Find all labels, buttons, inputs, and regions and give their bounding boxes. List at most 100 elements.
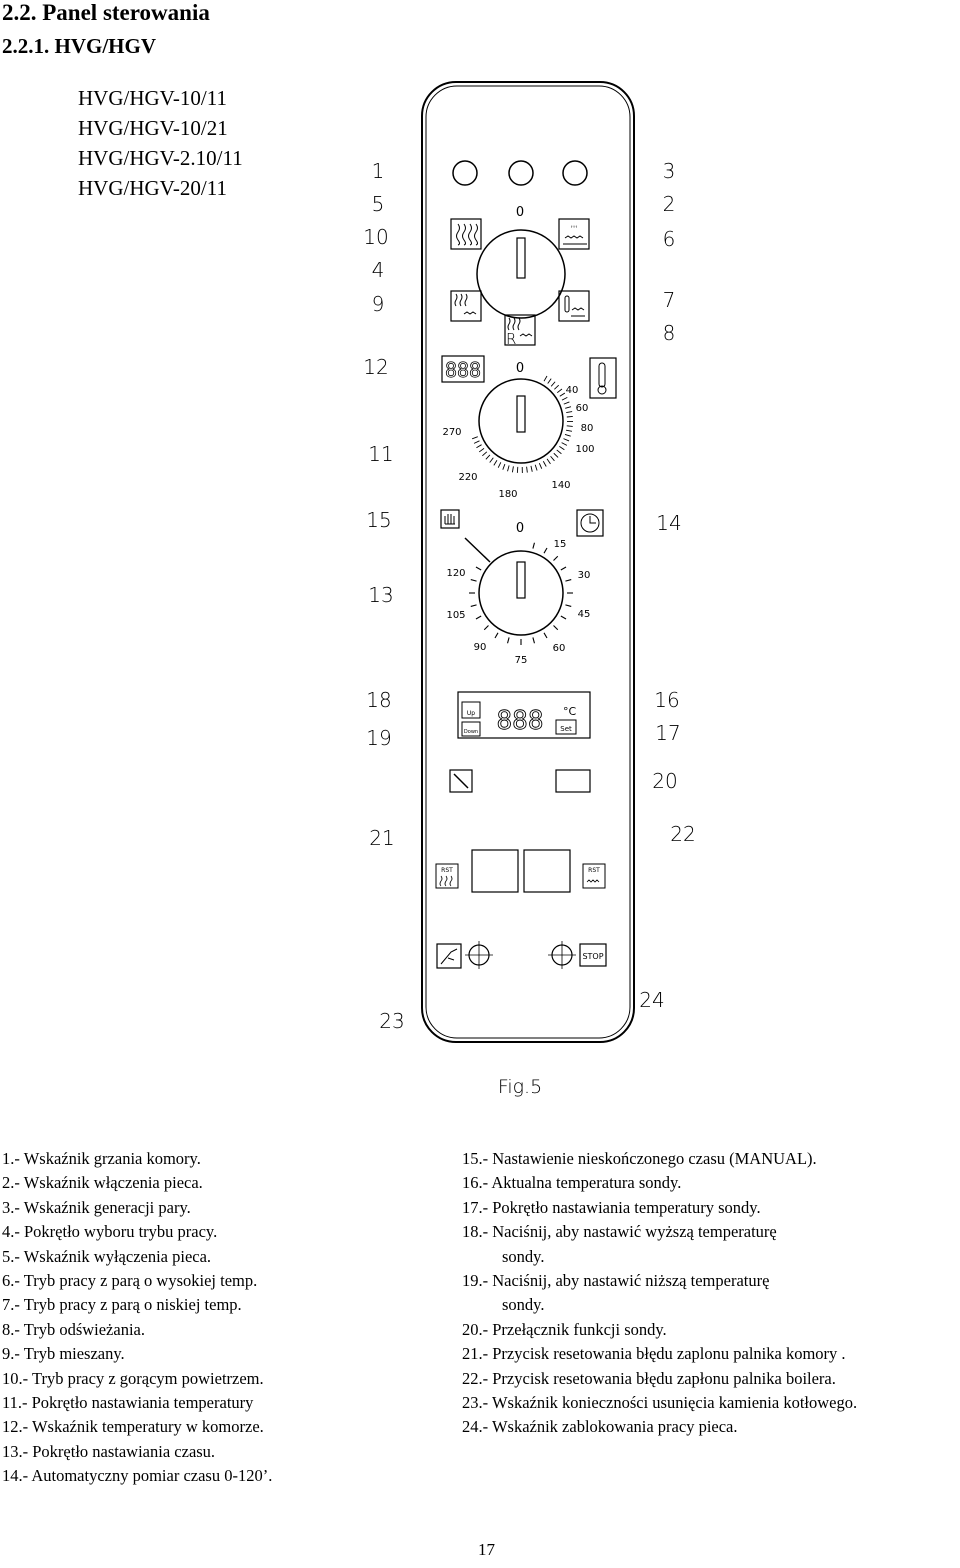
legend-item: 10.- Tryb pracy z gorącym powietrzem. [2, 1368, 264, 1388]
dial-tick [564, 434, 571, 437]
callout-3: 3 [663, 159, 676, 183]
section-title: 2.2. Panel sterowania [2, 0, 210, 25]
up-button[interactable] [461, 701, 481, 719]
dial-tick [554, 384, 560, 390]
dial-tick [483, 625, 489, 631]
stop-label: STOP [582, 952, 603, 961]
legend-item: 13.- Pokrętło nastawiania czasu. [2, 1441, 216, 1461]
dial-tick [507, 637, 510, 644]
combi-mode-icon [450, 290, 482, 322]
callout-18: 18 [366, 688, 391, 712]
time-label-105: 105 [446, 610, 465, 621]
temperature-knob[interactable] [478, 378, 564, 464]
dial-tick [542, 461, 547, 467]
set-button[interactable] [555, 719, 577, 735]
callout-12: 12 [363, 355, 388, 379]
dial-tick [565, 429, 573, 432]
dial-tick [530, 465, 533, 472]
temp-label-80: 80 [581, 423, 594, 434]
probe-temp-unit: °C [563, 705, 577, 718]
time-label-15: 15 [554, 539, 567, 550]
dial-tick [543, 547, 548, 554]
selector-zero-label: 0 [516, 205, 524, 220]
boiler-burner-reset-switch[interactable] [523, 849, 571, 893]
regeneration-mode-icon [504, 314, 536, 346]
callout-5: 5 [372, 192, 385, 216]
callout-9: 9 [372, 292, 385, 316]
legend-item: 12.- Wskaźnik temperatury w komorze. [2, 1417, 264, 1437]
legend-item: 14.- Automatyczny pomiar czasu 0-120’. [2, 1466, 273, 1486]
up-button-label: Up [467, 710, 475, 717]
legend-item: 16.- Aktualna temperatura sondy. [462, 1173, 682, 1193]
oven-on-lamp [508, 160, 534, 186]
legend-item: 20.- Przełącznik funkcji sondy. [462, 1319, 667, 1339]
temp-label-0: 0 [516, 361, 524, 376]
dial-tick [546, 458, 551, 465]
dial-tick [483, 555, 489, 561]
chamber-temp-digits: 888 [445, 358, 481, 382]
dial-tick [561, 442, 568, 446]
legend-item: 1.- Wskaźnik grzania komory. [2, 1149, 201, 1168]
dial-tick [478, 448, 485, 453]
mode-selector-pointer [516, 237, 526, 279]
descaling-icon [436, 943, 462, 969]
dial-tick [475, 615, 482, 620]
dial-tick [547, 378, 552, 384]
time-label-45: 45 [578, 609, 591, 620]
dial-tick [566, 411, 573, 414]
steam-high-temp-icon: ꜛꜛꜛ [558, 218, 590, 250]
callout-23: 23 [379, 1009, 404, 1033]
dial-tick [556, 388, 563, 394]
dial-tick [559, 446, 565, 451]
legend-left: 1.- Wskaźnik grzania komory.2.- Wskaźnik… [2, 1147, 272, 1488]
dial-tick [493, 459, 498, 466]
manual-hand-icon [440, 509, 460, 529]
time-label-30: 30 [578, 570, 591, 581]
page-number: 17 [478, 1540, 495, 1559]
probe-display-frame [457, 691, 591, 739]
rst-chamber-label: RST [441, 867, 453, 874]
callout-15: 15 [366, 508, 391, 532]
dial-tick [511, 466, 514, 473]
dial-tick [565, 406, 572, 409]
dial-tick [475, 566, 482, 571]
legend-item: 22.- Przycisk resetowania błędu zapłonu … [462, 1368, 836, 1388]
dial-tick [471, 436, 478, 440]
dial-tick [543, 375, 548, 382]
control-panel-figure: 0 ꜛꜛꜛ R 888 0 40 60 80 100 140 1 [363, 81, 696, 1098]
callout-4: 4 [372, 258, 385, 282]
mode-selector-knob [476, 229, 566, 319]
legend-item: 11.- Pokrętło nastawiania temperatury [2, 1392, 254, 1412]
dial-tick [553, 555, 559, 561]
dial-tick [559, 392, 566, 397]
dial-tick [534, 464, 538, 471]
subsection-title: 2.2.1. HVG/HGV [2, 34, 157, 58]
legend-item: 8.- Tryb odświeżania. [2, 1319, 145, 1339]
legend-item: 6.- Tryb pracy z parą o wysokiej temp. [2, 1270, 258, 1290]
time-label-60: 60 [553, 643, 566, 654]
legend-item: 19.- Naciśnij, aby nastawić niższą tempe… [462, 1270, 770, 1290]
callout-13: 13 [368, 583, 393, 607]
callout-2: 2 [663, 192, 676, 216]
dial-tick [497, 462, 502, 468]
dial-tick [489, 457, 494, 463]
rst-chamber-icon: RST [435, 863, 459, 889]
callout-7: 7 [663, 288, 676, 312]
probe-function-switch[interactable] [555, 769, 591, 793]
legend-item: 3.- Wskaźnik generacji pary. [2, 1197, 191, 1217]
dial-tick [532, 637, 535, 644]
callout-6: 6 [663, 227, 676, 251]
set-button-label: Set [560, 725, 572, 733]
legend-item: 24.- Wskaźnik zablokowania pracy pieca. [462, 1417, 738, 1437]
legend-right: 15.- Nastawienie nieskończonego czasu (M… [462, 1147, 857, 1440]
panel-outer-frame [421, 81, 635, 1043]
model-item: HVG/HGV-10/21 [78, 116, 228, 140]
thermometer-icon [589, 357, 617, 399]
chamber-burner-reset-switch[interactable] [471, 849, 519, 893]
time-knob[interactable] [478, 550, 564, 636]
callout-10: 10 [363, 225, 388, 249]
callouts-left: 1 5 10 4 9 12 11 15 13 18 19 21 23 [363, 159, 404, 1033]
legend-item: sondy. [502, 1246, 545, 1266]
down-button[interactable] [461, 721, 481, 737]
time-label-120: 120 [446, 568, 465, 579]
